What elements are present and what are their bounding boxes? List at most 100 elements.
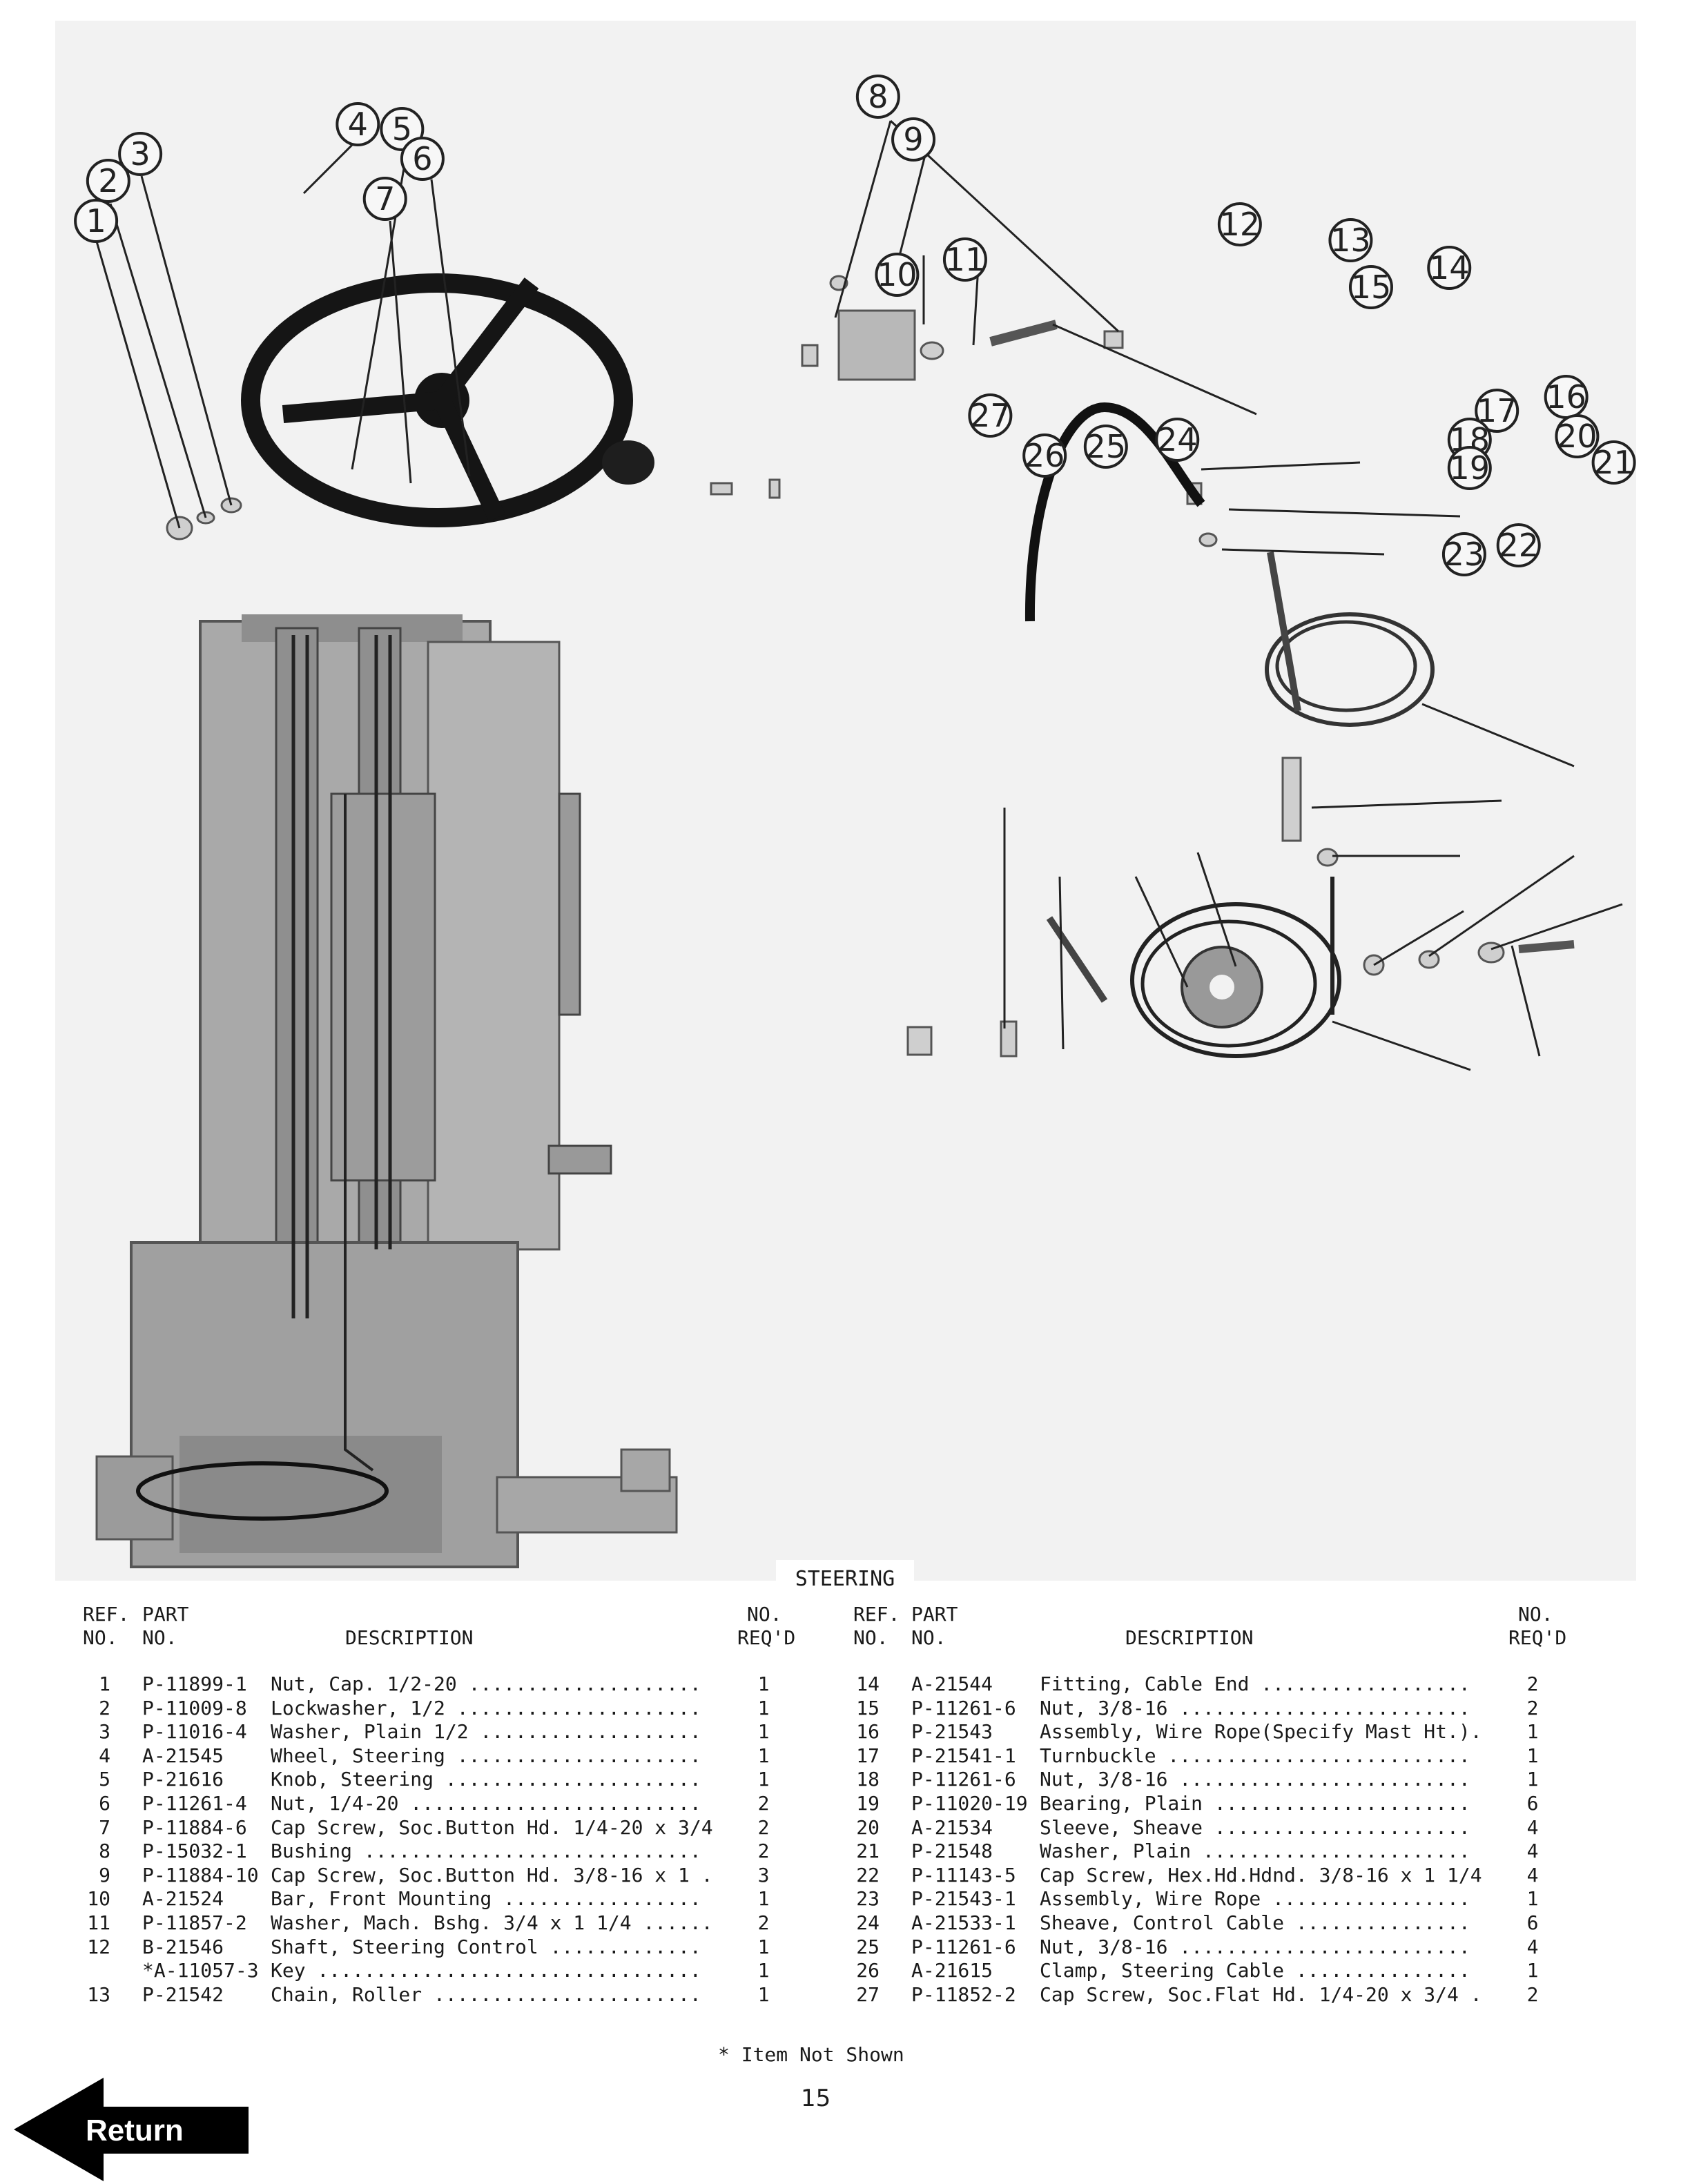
callout-12: 12 [1217,202,1262,246]
callout-number: 1 [86,202,106,240]
callout-number: 6 [412,140,432,177]
figure-caption: STEERING [776,1560,914,1599]
part-number: P-15032-1 [142,1840,247,1863]
part-description: Clamp, Steering Cable ............... [1040,1959,1470,1982]
callout-number: 7 [375,180,395,217]
callout-number: 20 [1557,418,1597,455]
quantity-required: 1 [757,1720,770,1744]
callout-6: 6 [400,137,445,181]
part-description: Cap Screw, Soc.Flat Hd. 1/4-20 x 3/4 . [1040,1982,1482,2006]
quantity-required: 1 [757,1959,770,1982]
exploded-view-drawing [95,119,1623,1568]
callout-22: 22 [1496,523,1541,567]
part-number: P-11852-2 [911,1982,1016,2006]
callout-11: 11 [942,237,987,282]
part-number: P-21543 [911,1720,993,1744]
quantity-required: 1 [757,1768,770,1791]
ref-number: 11 [87,1911,110,1934]
part-number: P-21616 [142,1768,224,1791]
callout-number: 3 [130,135,150,173]
ref-number: 20 [856,1815,880,1839]
callout-number: 26 [1024,437,1065,474]
part-description: Knob, Steering ...................... [271,1768,701,1791]
part-description: Assembly, Wire Rope(Specify Mast Ht.). [1040,1720,1482,1744]
part-number: P-11143-5 [911,1863,1016,1886]
part-description: Washer, Plain ....................... [1040,1840,1470,1863]
ref-number: 5 [99,1768,110,1791]
part-number: *A-11057-3 [142,1959,259,1982]
ref-number: 7 [99,1815,110,1839]
callout-number: 14 [1429,249,1470,286]
callout-number: 27 [970,397,1011,434]
callout-14: 14 [1427,246,1472,290]
table-row: 5 P-21616 Knob, Steering .................… [69,1768,863,1791]
ref-number: 14 [856,1673,880,1695]
callout-23: 23 [1441,532,1486,576]
table-row: 18 P-11261-6 Nut, 3/8-16 .................… [838,1768,1632,1791]
callout-25: 25 [1083,425,1128,469]
callout-26: 26 [1022,433,1067,478]
callout-number: 10 [877,256,917,293]
callout-27: 27 [968,393,1013,438]
header-qty-right: NO. REQ'D [1508,1603,1567,1649]
callout-leader-lines [95,119,1623,1071]
callout-10: 10 [875,253,920,297]
part-number: A-21534 [911,1815,993,1839]
part-description: Sheave, Control Cable ............... [1040,1911,1470,1934]
part-number: P-11884-6 [142,1815,247,1839]
ref-number: 18 [856,1768,880,1791]
quantity-required: 6 [1526,1792,1539,1815]
quantity-required: 3 [757,1863,770,1886]
part-description: Nut, 3/8-16 ......................... [1040,1768,1470,1791]
part-number: P-11899-1 [142,1673,247,1695]
callout-number: 19 [1450,449,1490,487]
part-number: P-11261-6 [911,1768,1016,1791]
part-number: A-21533-1 [911,1911,1016,1934]
quantity-required: 1 [757,1887,770,1911]
table-row: 7 P-11884-6 Cap Screw, Soc.Button Hd. 1/4-… [69,1816,863,1840]
return-button[interactable]: Return [14,2078,249,2181]
callout-number: 12 [1220,206,1261,243]
part-number: P-21548 [911,1840,993,1863]
callout-number: 4 [348,106,368,143]
callout-3: 3 [118,132,163,176]
ref-number: 24 [856,1911,880,1934]
part-description: Cap Screw, Soc.Button Hd. 1/4-20 x 3/4 [271,1815,713,1839]
callout-number: 21 [1593,444,1634,481]
quantity-required: 4 [1526,1863,1539,1886]
callout-number: 24 [1157,421,1198,458]
table-row: *A-11057-3 Key ..........................… [69,1959,863,1982]
ref-number: 8 [99,1840,110,1863]
part-description: Key ................................. [271,1959,701,1982]
ref-number: 2 [99,1696,110,1719]
ref-number: 17 [856,1744,880,1767]
part-number: A-21544 [911,1673,993,1695]
quantity-required: 1 [757,1696,770,1719]
callout-16: 16 [1544,375,1589,419]
part-description: Assembly, Wire Rope ................. [1040,1887,1470,1911]
callout-1: 1 [74,199,119,243]
quantity-required: 4 [1526,1935,1539,1958]
part-number: P-11016-4 [142,1720,247,1744]
quantity-required: 4 [1526,1840,1539,1863]
callout-20: 20 [1555,414,1600,458]
ref-number: 26 [856,1959,880,1982]
part-description: Washer, Plain 1/2 ................... [271,1720,701,1744]
quantity-required: 2 [1526,1982,1539,2006]
ref-number: 10 [87,1887,110,1911]
callout-number: 16 [1546,378,1586,416]
part-number: B-21546 [142,1935,224,1958]
callout-number: 13 [1330,222,1371,259]
